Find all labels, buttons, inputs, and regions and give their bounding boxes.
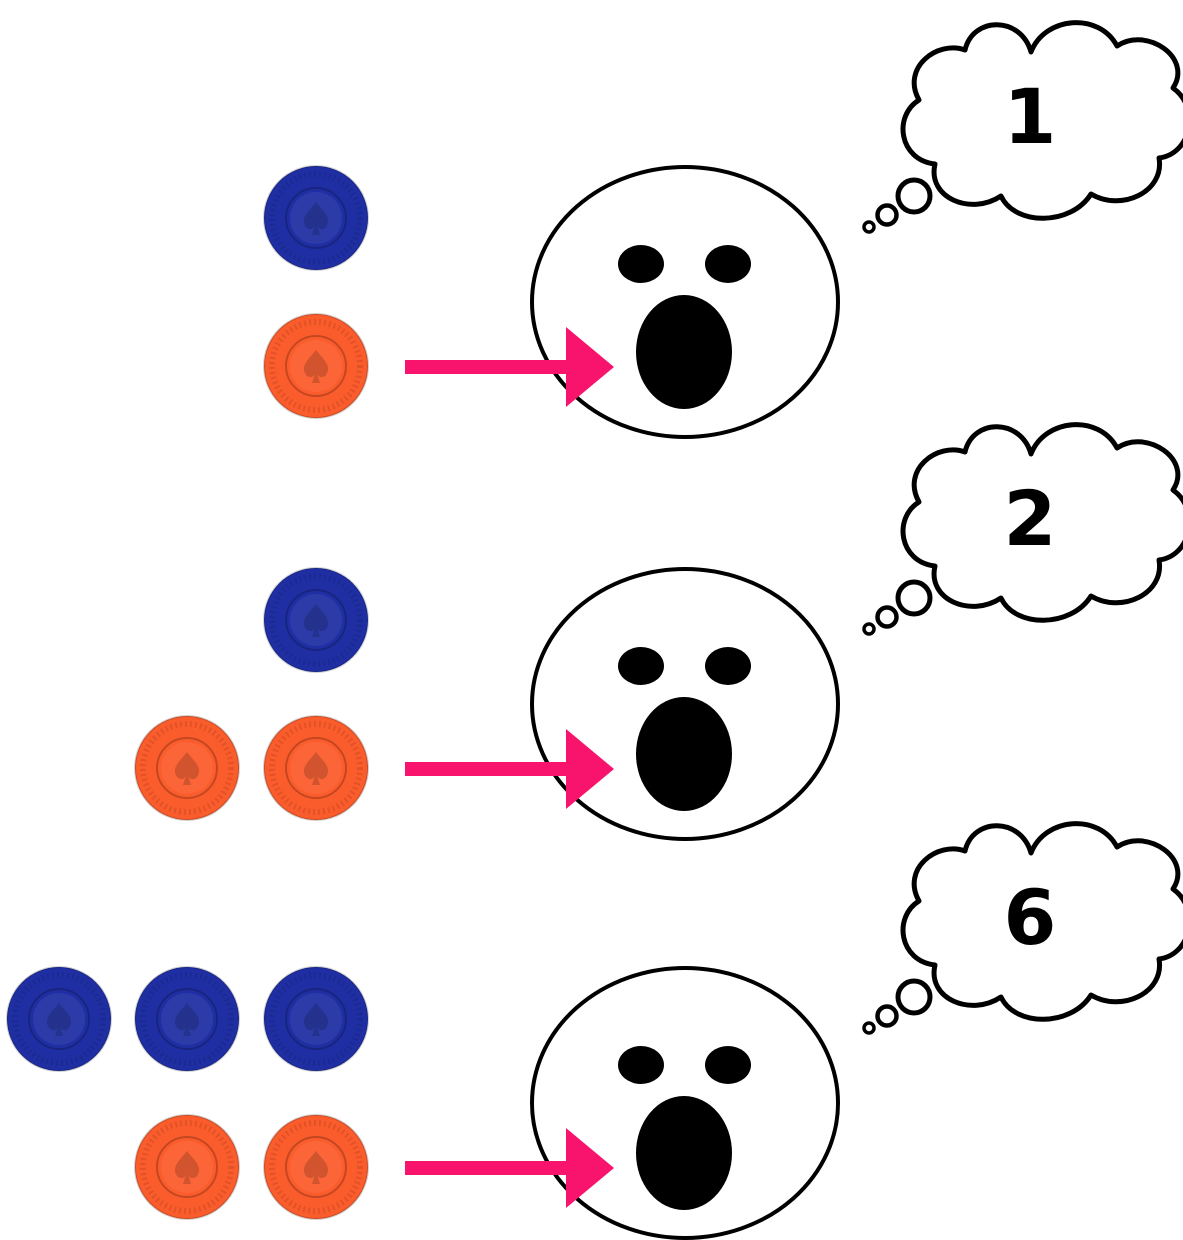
right-arrow-icon <box>405 327 614 407</box>
orange-chip <box>135 1115 239 1219</box>
orange-chip <box>135 716 239 820</box>
rows-layer: 1 2 6 <box>7 23 1183 1240</box>
blue-chip <box>7 967 111 1071</box>
row-1: 1 <box>264 23 1183 439</box>
row-2: 2 <box>135 425 1183 841</box>
row-3: 6 <box>7 824 1183 1240</box>
blue-chip <box>264 568 368 672</box>
thought-number: 2 <box>1004 474 1057 563</box>
thought-number: 1 <box>1004 72 1057 161</box>
orange-chip <box>264 716 368 820</box>
blue-chip <box>264 166 368 270</box>
orange-chip <box>264 1115 368 1219</box>
right-arrow-icon <box>405 1128 614 1208</box>
blue-chip <box>264 967 368 1071</box>
right-arrow-icon <box>405 729 614 809</box>
blue-chip <box>135 967 239 1071</box>
thought-number: 6 <box>1004 873 1057 962</box>
orange-chip <box>264 314 368 418</box>
